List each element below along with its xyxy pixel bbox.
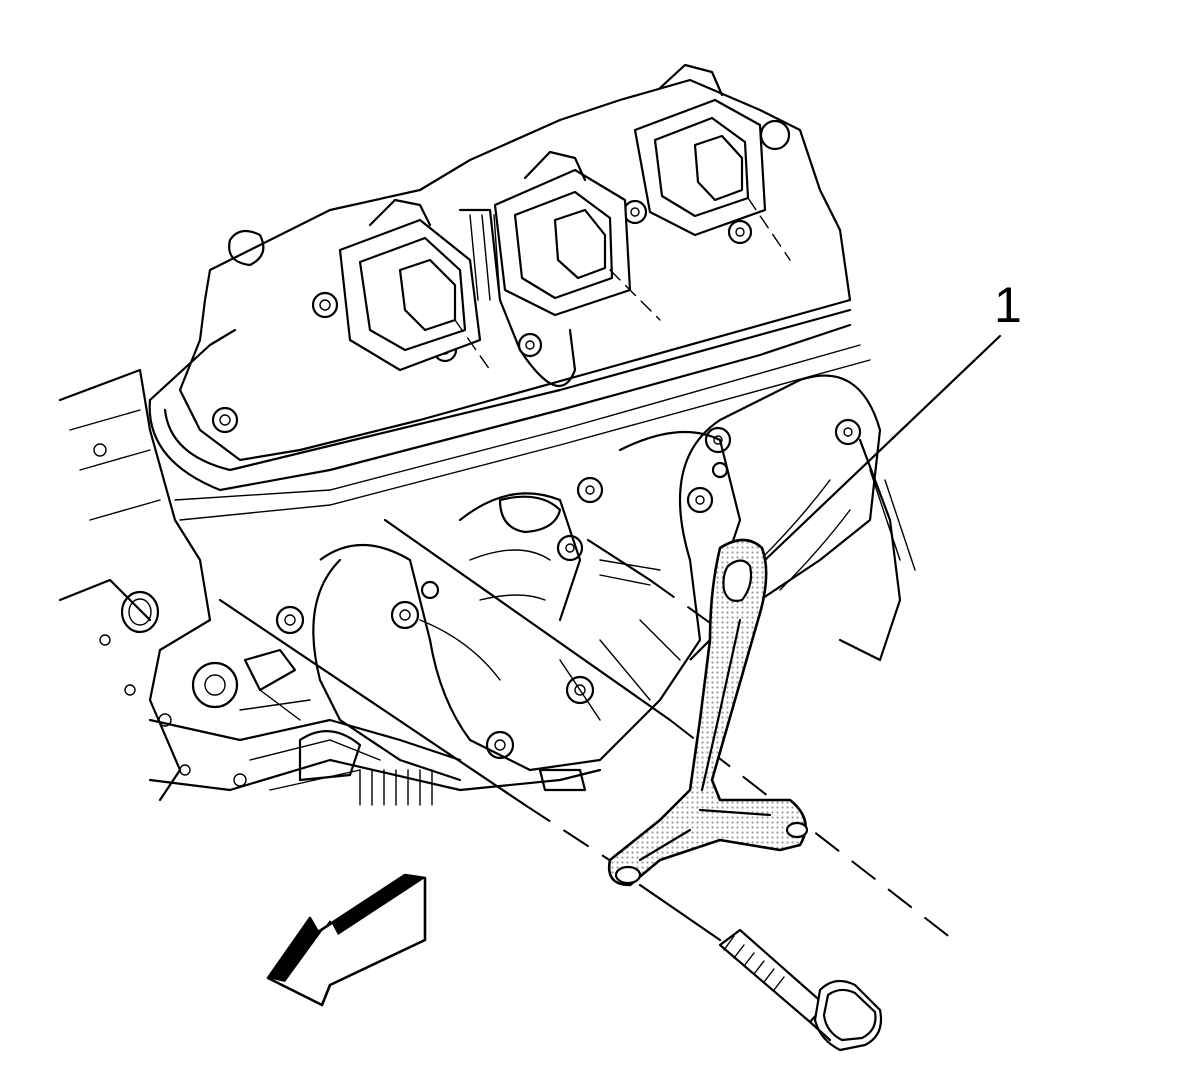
arrow-front-icon	[266, 873, 427, 1007]
callout-number: 1	[994, 277, 1022, 333]
exhaust-manifold	[275, 374, 916, 782]
ignition-coil	[338, 198, 491, 372]
bracket-bolt	[718, 928, 883, 1052]
wiring-harness	[458, 208, 577, 388]
engine-block	[58, 368, 212, 802]
lower-engine	[148, 648, 602, 806]
ignition-coil	[633, 63, 791, 261]
callout-leader	[763, 334, 1002, 562]
bracket	[607, 538, 809, 887]
ignition-coil	[493, 150, 661, 321]
